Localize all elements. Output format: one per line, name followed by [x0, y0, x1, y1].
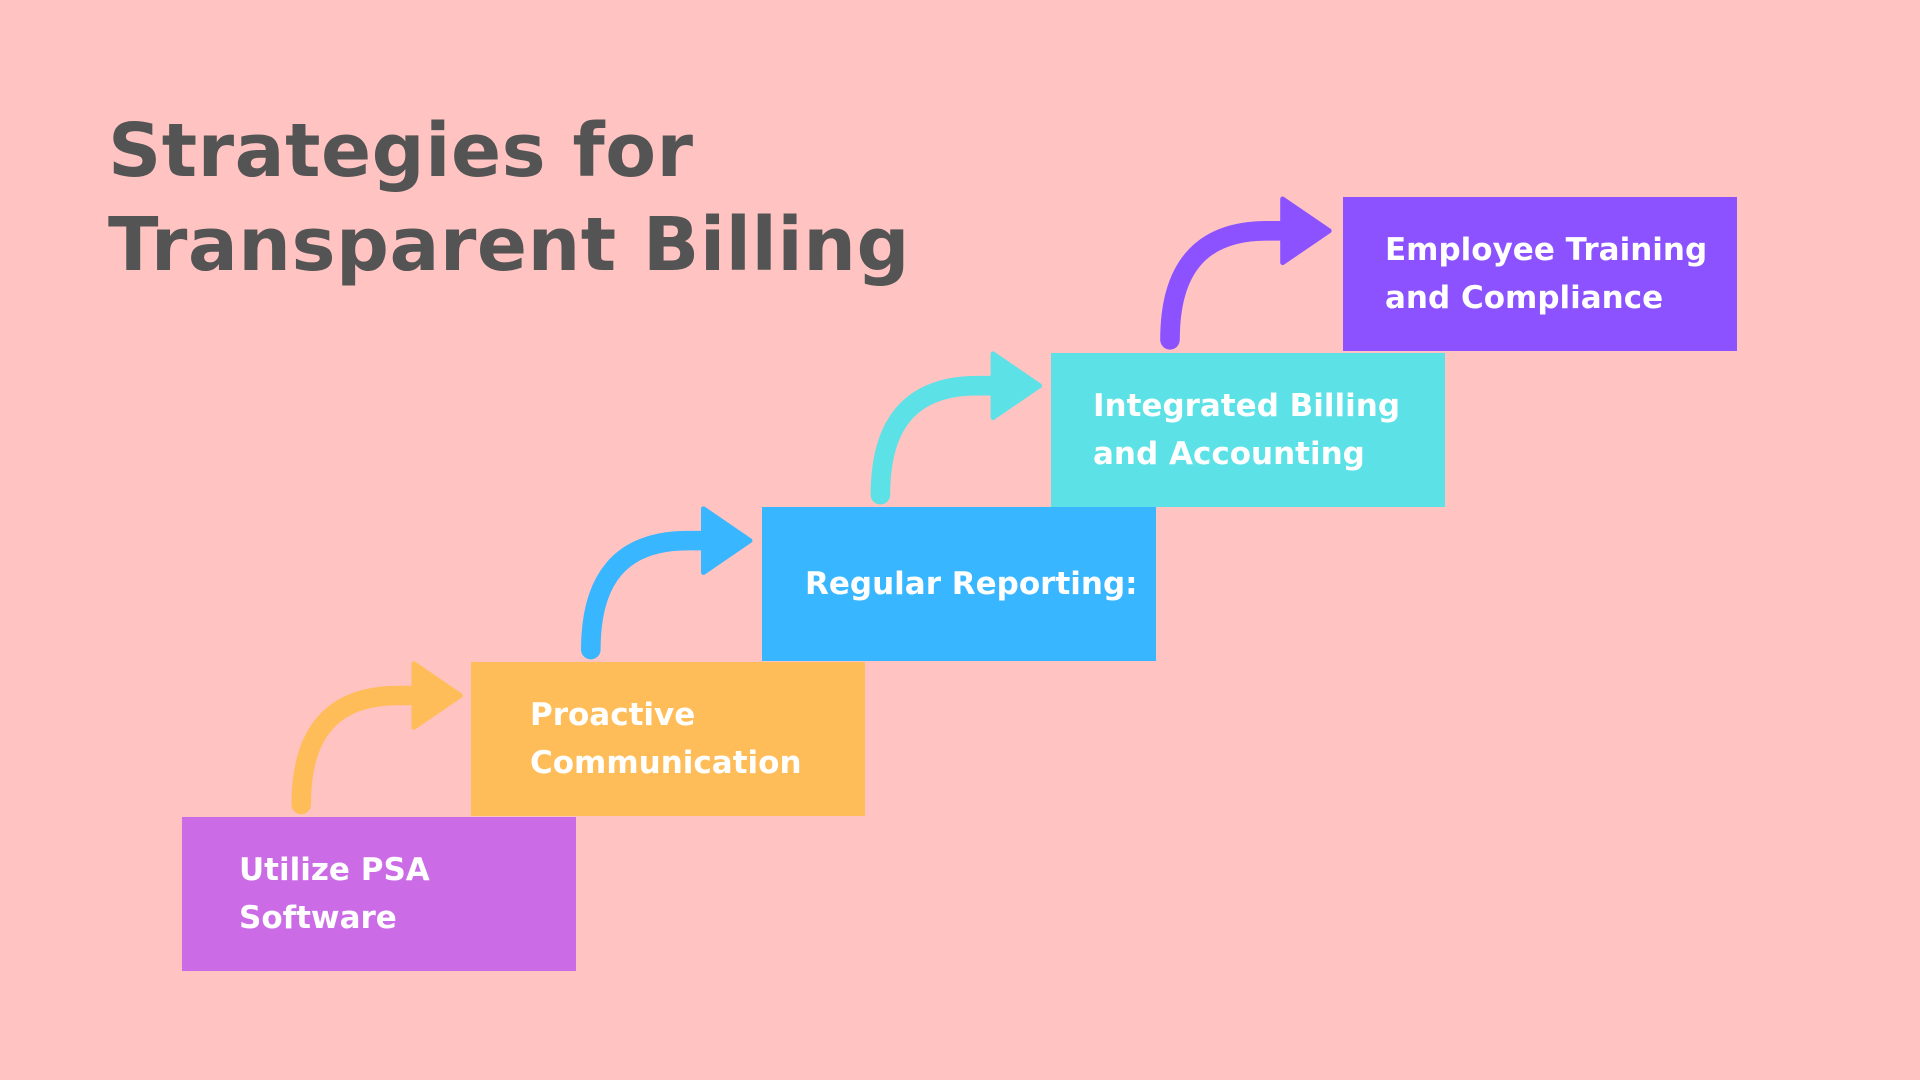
step-1-label-line-2: Software: [239, 900, 397, 936]
page-title: Strategies for Transparent Billing: [108, 104, 910, 292]
step-3-label-line-1: Regular Reporting:: [805, 566, 1138, 602]
step-3-regular-reporting: Regular Reporting:: [762, 507, 1156, 661]
arrow-shaft: [870, 375, 1008, 505]
step-4-integrated-billing: Integrated Billing and Accounting: [1051, 353, 1445, 507]
step-4-label-line-2: and Accounting: [1093, 436, 1365, 472]
arrow-4-icon: [1160, 196, 1332, 350]
step-2-label-line-2: Communication: [530, 745, 802, 781]
arrow-head: [701, 506, 753, 575]
title-line-1: Strategies for: [108, 108, 694, 194]
arrow-head: [411, 661, 463, 730]
step-1-label-line-1: Utilize PSA: [239, 852, 430, 888]
arrow-head: [1280, 196, 1332, 266]
arrow-2-icon: [581, 506, 753, 660]
arrow-shaft: [581, 530, 719, 660]
arrow-shaft: [1160, 221, 1298, 350]
step-1-utilize-psa-software: Utilize PSA Software: [182, 817, 576, 971]
arrow-head: [990, 351, 1043, 421]
arrow-3-icon: [870, 351, 1043, 505]
title-line-2: Transparent Billing: [108, 202, 910, 288]
step-5-label-line-2: and Compliance: [1385, 280, 1664, 316]
step-5-label-line-1: Employee Training: [1385, 232, 1708, 268]
step-4-label-line-1: Integrated Billing: [1093, 388, 1401, 424]
arrow-1-icon: [291, 661, 463, 815]
arrow-shaft: [291, 685, 429, 815]
step-2-label-line-1: Proactive: [530, 697, 696, 733]
step-5-employee-training: Employee Training and Compliance: [1343, 197, 1737, 351]
